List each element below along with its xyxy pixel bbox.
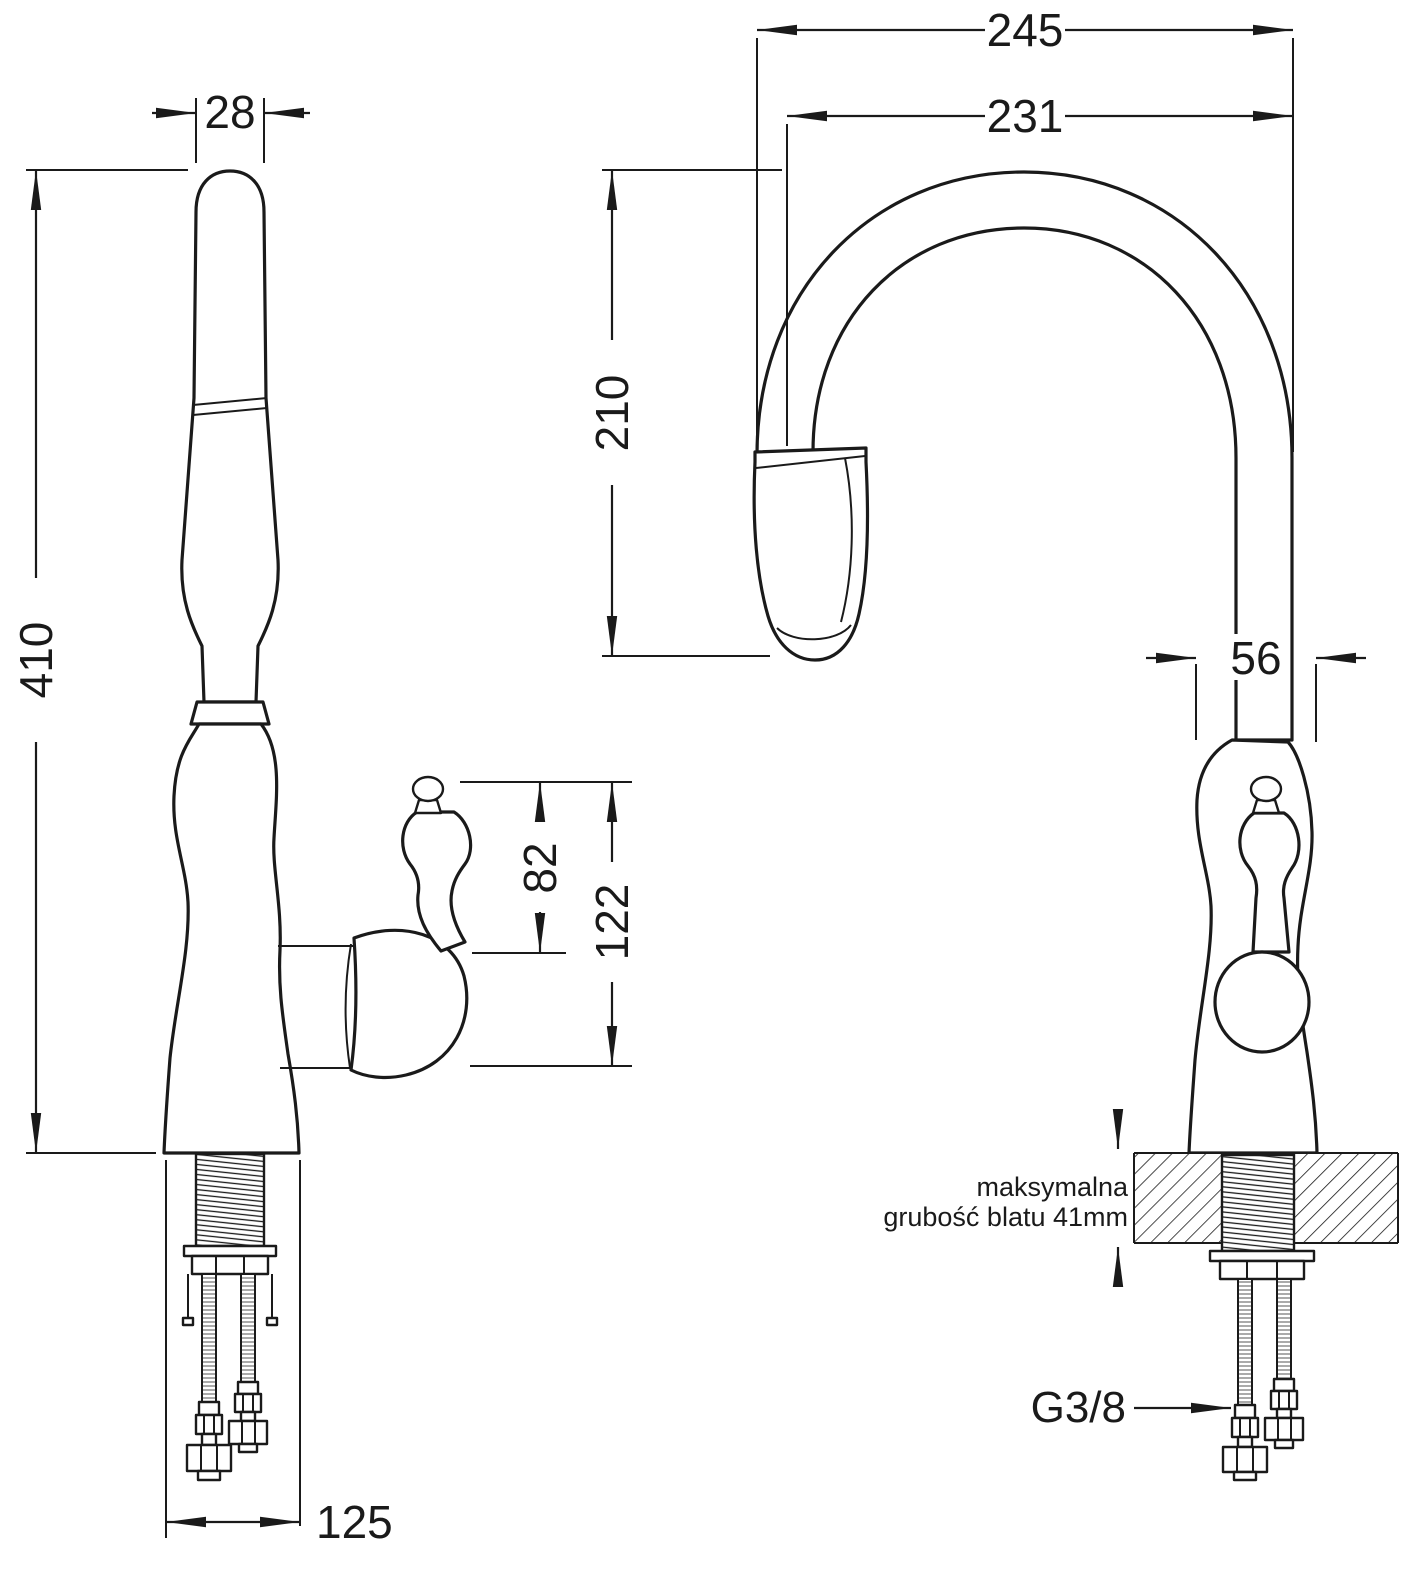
dim-label-spout-reach: 231 [987,90,1064,142]
dim-label-base-width: 125 [316,1496,393,1548]
side-hose-right-tip [237,1442,259,1454]
front-spray-trigger-line [840,457,853,623]
side-handle-lever [401,810,473,953]
front-hose-right-hex [1269,1389,1299,1411]
side-hose-right-tube [239,1410,257,1423]
dim-label-handle-height: 82 [514,842,566,893]
side-threaded-shank [194,1152,266,1248]
side-body [162,722,301,1155]
dim-label-body-width: 56 [1230,632,1281,684]
front-gooseneck-spout [755,170,1294,742]
countertop-hatch-left [1134,1153,1222,1243]
side-hose-right-nut [227,1419,269,1446]
side-wand-seam-1 [192,397,268,406]
thread-label-text: G3/8 [1031,1383,1126,1432]
dim-label-total-reach: 245 [987,4,1064,56]
side-ball-seam [344,943,352,1069]
front-spray-face-line [776,624,852,641]
front-hose-right-nut [1263,1416,1305,1442]
dim-outlet-height: 122 [470,782,638,1067]
thickness-note-line-2: grubość blatu 41mm [883,1202,1128,1232]
thread-size-label: G3/8 [1031,1383,1231,1432]
front-hose-left-tube [1236,1435,1254,1449]
side-hose-right-hex [233,1392,263,1414]
side-hose-left [201,1273,217,1403]
thickness-note-line-1: maksymalna [976,1172,1129,1202]
side-spout-wand [180,169,280,704]
side-stud-left-foot [181,1316,195,1327]
front-hose-left [1237,1278,1253,1406]
side-view: 28 410 82 122 125 [10,86,638,1548]
side-wand-seam-2 [192,407,268,416]
front-hose-right-tip [1273,1438,1295,1450]
dim-label-total-height: 410 [10,622,62,699]
dim-spout-clearance: 210 [586,169,782,657]
side-swivel-ball [349,928,469,1080]
side-washer [182,1244,278,1258]
side-hose-left-hex [194,1413,224,1436]
side-hose-right [240,1273,256,1383]
side-hose-right-ferrule [236,1380,260,1396]
side-handle-knob [411,775,445,803]
front-hose-left-ferrule [1233,1403,1257,1420]
front-hose-left-hex [1230,1416,1260,1439]
front-handle-boss [1213,950,1311,1054]
front-hose-right-tube [1275,1407,1293,1420]
side-hose-left-nut [185,1443,233,1473]
front-washer [1208,1249,1316,1263]
front-hose-left-nut [1221,1445,1269,1474]
side-faucet [162,169,473,1155]
front-handle-knob [1249,775,1283,803]
front-threaded-shank [1220,1153,1296,1253]
side-hose-left-ferrule [197,1400,221,1417]
front-spray-head-seam [755,455,866,469]
front-hose-right [1276,1278,1292,1380]
front-view: 245 231 210 56 maksymalna gr [586,4,1399,1482]
dim-label-spout-width: 28 [204,86,255,138]
dim-label-spout-clearance: 210 [586,375,638,452]
dim-spout-width: 28 [152,86,310,163]
countertop-hatch-right [1294,1153,1398,1243]
front-hose-right-ferrule [1272,1377,1296,1393]
front-mounting-hardware [1208,1153,1316,1482]
dim-handle-height: 82 [460,781,632,954]
dim-label-outlet-height: 122 [586,884,638,961]
dim-label-background [1224,634,1288,680]
dim-total-height: 410 [10,169,188,1154]
side-mounting-nut [190,1254,270,1276]
dim-spout-reach: 231 [786,90,1293,446]
side-mounting-hardware [181,1152,279,1482]
dim-body-width: 56 [1146,632,1366,742]
side-hose-left-tube [200,1432,218,1447]
countertop-thickness-note: maksymalna grubość blatu 41mm [883,1109,1129,1287]
front-mounting-nut [1218,1259,1306,1281]
dim-base-width: 125 [165,1160,393,1548]
dim-total-reach: 245 [756,4,1294,452]
front-spray-head [752,446,870,662]
side-stud-right-foot [265,1316,279,1327]
front-hose-left-tip [1232,1470,1258,1482]
side-collar [189,700,271,726]
front-handle-lever [1238,811,1301,954]
countertop [1133,1152,1399,1244]
front-faucet [752,170,1319,1155]
side-hose-left-tip [196,1469,222,1482]
